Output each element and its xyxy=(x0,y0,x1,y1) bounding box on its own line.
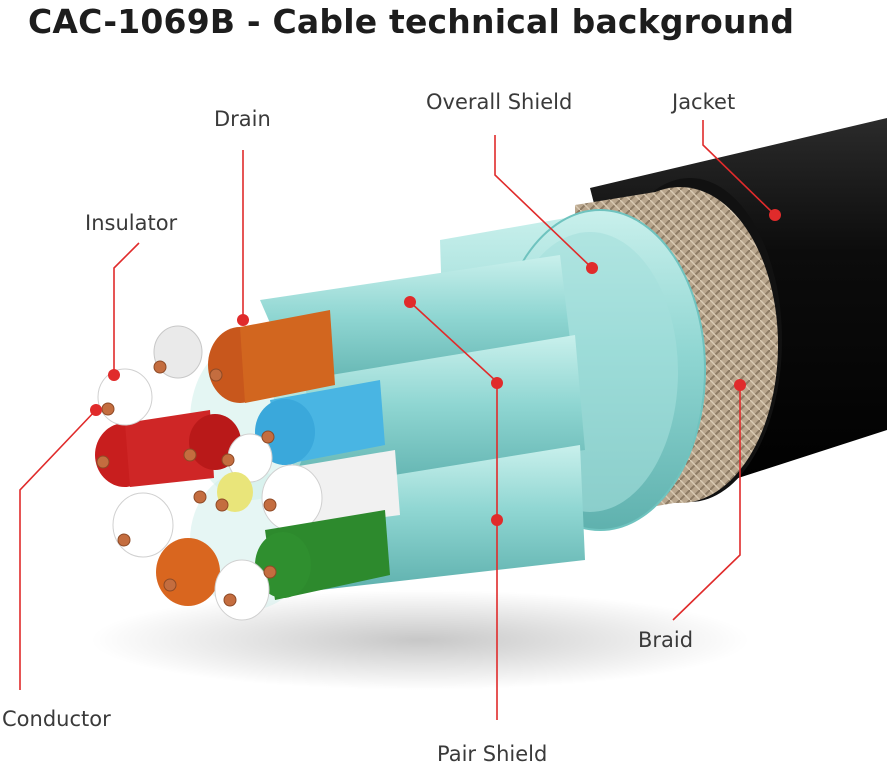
pair-green xyxy=(255,532,311,598)
pair-shield-upper xyxy=(260,255,570,392)
page-title: CAC-1069B - Cable technical background xyxy=(28,2,795,41)
pair-white-upper xyxy=(97,368,153,426)
pair-white-lower xyxy=(112,492,174,558)
leader-dots xyxy=(90,209,781,526)
label-braid: Braid xyxy=(638,628,694,652)
pair-white-center xyxy=(261,464,323,532)
label-conductor: Conductor xyxy=(2,707,111,731)
copper-conductors xyxy=(96,360,277,607)
label-pair-shield: Pair Shield xyxy=(437,742,548,766)
pair-orange-lower xyxy=(156,538,220,606)
label-overall-shield: Overall Shield xyxy=(426,90,573,114)
label-insulator: Insulator xyxy=(85,211,178,235)
label-drain: Drain xyxy=(214,107,271,131)
label-jacket: Jacket xyxy=(672,90,736,114)
